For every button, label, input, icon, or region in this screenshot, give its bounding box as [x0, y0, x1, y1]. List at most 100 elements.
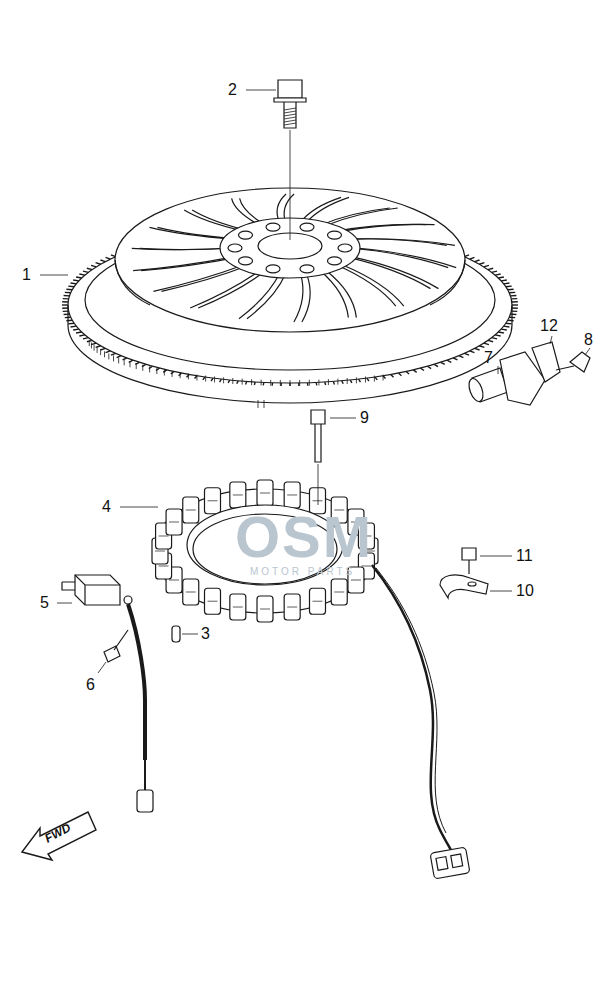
timing-mark	[113, 355, 114, 361]
coil-winding	[169, 522, 179, 523]
leader-line	[40, 275, 68, 276]
stator-coil	[284, 594, 300, 620]
timing-mark	[223, 377, 224, 383]
timing-mark	[290, 380, 291, 386]
coil-winding	[287, 494, 297, 495]
fan-blade	[356, 248, 456, 268]
hub-hole	[338, 244, 352, 252]
fan-blade	[336, 265, 396, 306]
gear-tooth	[79, 274, 85, 275]
callout-number: 6	[86, 677, 95, 693]
gear-tooth	[488, 340, 493, 341]
gear-tooth	[510, 313, 516, 315]
pulser-connector	[137, 790, 153, 812]
timing-mark	[164, 370, 165, 376]
timing-mark	[356, 377, 357, 383]
leader-line	[550, 336, 552, 344]
callout-number: 4	[102, 499, 111, 515]
coil-winding	[186, 592, 196, 593]
gear-tooth	[488, 268, 493, 269]
leader-line	[585, 348, 590, 355]
hub-hole	[266, 265, 280, 273]
timing-mark	[118, 357, 119, 363]
watermark: OSM	[235, 508, 373, 566]
gear-tooth	[62, 307, 68, 309]
pulser-wire	[128, 604, 145, 760]
coil-winding	[155, 551, 165, 552]
fan-blade	[294, 274, 303, 322]
leader-line	[498, 366, 499, 374]
callout-number: 5	[40, 595, 49, 611]
fan-blade	[352, 239, 454, 246]
callout-number: 12	[540, 318, 558, 334]
coil-winding	[159, 535, 169, 536]
coil-winding	[260, 493, 270, 494]
bolt-thread	[284, 114, 296, 116]
callout-number: 9	[360, 410, 369, 426]
timing-mark	[280, 380, 281, 386]
stator-coil	[284, 482, 300, 508]
timing-mark	[124, 359, 125, 365]
stator-coil	[310, 588, 326, 614]
flywheel-bolt-head	[278, 80, 302, 98]
gear-tooth	[64, 313, 70, 315]
fan-blade	[161, 265, 250, 292]
fan-blade	[190, 271, 260, 309]
timing-mark	[270, 380, 271, 386]
coil-winding	[334, 592, 344, 593]
timing-mark	[261, 380, 262, 386]
stator-coil	[230, 482, 246, 508]
gear-tooth	[512, 307, 518, 309]
fan-blade	[342, 224, 435, 231]
timing-mark	[104, 351, 105, 357]
timing-mark	[136, 363, 137, 369]
hub-hole	[266, 223, 280, 231]
gear-tooth	[63, 298, 69, 300]
coil-winding	[260, 609, 270, 610]
callout-number: 11	[516, 548, 533, 564]
stator-coil	[183, 497, 199, 523]
gear-tooth	[87, 268, 92, 269]
gear-tooth	[62, 304, 68, 305]
timing-mark	[337, 379, 338, 385]
callout-number: 8	[584, 332, 593, 348]
hub-hole	[300, 223, 314, 231]
timing-mark	[365, 376, 366, 382]
leader-line	[258, 400, 259, 408]
bolt-thread	[284, 117, 296, 119]
gear-tooth	[492, 271, 497, 272]
timing-mark	[347, 378, 348, 384]
stator-bolt-head	[311, 410, 325, 424]
timing-mark	[196, 375, 197, 381]
gear-tooth	[76, 332, 82, 333]
callout-number: 2	[228, 82, 237, 98]
dowel-pin	[172, 626, 180, 642]
stator-coil	[205, 588, 221, 614]
flywheel-bolt-shank	[284, 102, 296, 128]
fan-blade	[326, 208, 398, 226]
timing-mark	[89, 340, 90, 346]
timing-mark	[242, 379, 243, 385]
stator-wire	[372, 565, 452, 852]
timing-mark	[100, 349, 101, 355]
gear-tooth	[512, 301, 518, 303]
wire-clamp	[440, 575, 488, 598]
leader-line	[290, 130, 291, 240]
hub-hole	[327, 231, 341, 239]
stator-core	[153, 489, 377, 613]
pulser-coil-edge	[75, 575, 120, 605]
stator-wire	[376, 568, 446, 833]
timing-mark	[130, 361, 131, 367]
timing-mark	[94, 345, 95, 351]
timing-mark	[318, 380, 319, 386]
fan-blade	[302, 274, 310, 322]
coil-winding	[169, 580, 179, 581]
hub-hole	[327, 257, 341, 265]
gear-tooth	[510, 295, 516, 297]
gear-tooth	[83, 271, 88, 272]
bolt-thread	[284, 120, 296, 122]
clamp-hole	[468, 582, 476, 586]
leader-line	[318, 464, 319, 505]
timing-mark	[97, 347, 98, 353]
